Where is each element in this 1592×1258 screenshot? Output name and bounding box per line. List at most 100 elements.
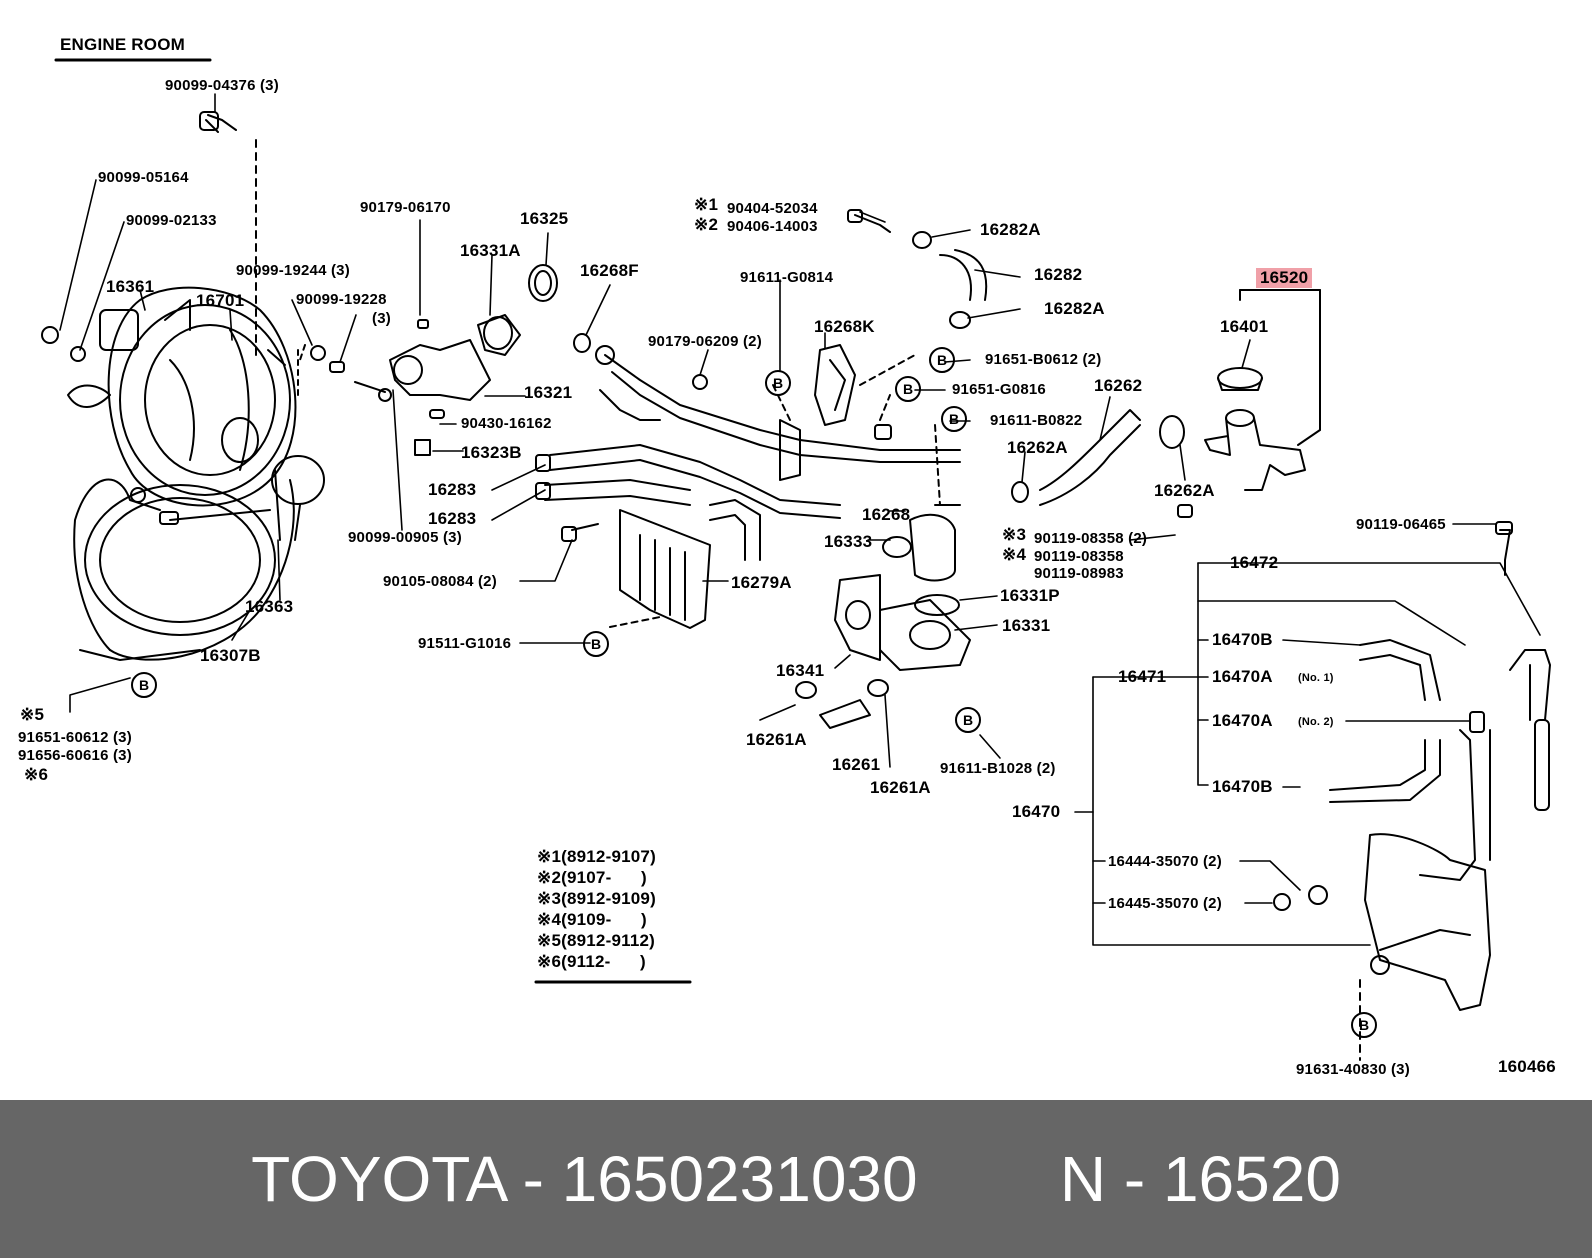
- parts-drawing: [41, 58, 1551, 1061]
- catalog-prefix: N: [1059, 1143, 1107, 1215]
- variant-mark: ※6: [24, 765, 49, 784]
- legend-row: ※1(8912-9107): [537, 848, 656, 866]
- part-label: 90099-00905 (3): [348, 529, 462, 546]
- part-label: 90105-08084 (2): [383, 573, 497, 590]
- part-label: 16701: [196, 291, 245, 310]
- part-label: 16361: [106, 277, 155, 296]
- leader-lines: [59, 93, 1541, 946]
- part-label: 16341: [776, 661, 825, 680]
- legend-range: (9107- ): [561, 868, 647, 887]
- part-label: 16331P: [1000, 586, 1060, 605]
- part-label: 91651-B0612 (2): [985, 351, 1102, 368]
- part-label: 16321: [524, 383, 573, 402]
- separator: -: [1106, 1143, 1163, 1215]
- part-label: 16470B: [1212, 777, 1273, 796]
- part-label: 91651-G0816: [952, 381, 1046, 398]
- bolt-marker-icon: B: [941, 406, 967, 432]
- legend-range: (9109- ): [561, 910, 647, 929]
- part-label: 16262: [1094, 376, 1143, 395]
- legend-mark: ※5: [537, 931, 562, 950]
- part-label: 16401: [1220, 317, 1269, 336]
- legend-mark: ※6: [537, 952, 562, 971]
- part-label: 16331: [1002, 616, 1051, 635]
- footer-bar: TOYOTA - 1650231030 N - 16520: [0, 1100, 1592, 1258]
- bolt-marker-icon: B: [929, 347, 955, 373]
- part-code: 16520: [1162, 1143, 1341, 1215]
- part-label: 91611-B1028 (2): [940, 760, 1056, 777]
- part-label: 16279A: [731, 573, 792, 592]
- part-label: 16261A: [746, 730, 807, 749]
- legend-mark: ※3: [537, 889, 562, 908]
- bolt-marker-icon: B: [1351, 1012, 1377, 1038]
- legend-mark: ※1: [537, 847, 562, 866]
- part-label: 16262A: [1007, 438, 1068, 457]
- variant-mark: ※4: [1002, 545, 1027, 564]
- part-label: 90406-14003: [727, 218, 818, 235]
- part-label: 16282A: [1044, 299, 1105, 318]
- heater-pipes-drawing: [535, 345, 961, 561]
- highlighted-part-label: 16520: [1256, 268, 1313, 288]
- part-label: 16262A: [1154, 481, 1215, 500]
- part-label: 16283: [428, 509, 477, 528]
- legend-row: ※3(8912-9109): [537, 890, 656, 908]
- legend-row: ※4(9109- ): [537, 911, 656, 929]
- part-label: 91656-60616 (3): [18, 747, 132, 764]
- part-label: 16307B: [200, 646, 261, 665]
- part-label: 16444-35070 (2): [1108, 853, 1222, 870]
- parts-diagram: ENGINE ROOM 90099-04376 (3) 90099-05164 …: [18, 35, 1556, 1078]
- part-label: 16261A: [870, 778, 931, 797]
- bolt-marker-icon: B: [895, 376, 921, 402]
- part-label: 16471: [1118, 667, 1167, 686]
- legend-range: (9112- ): [561, 952, 646, 971]
- brand-name: TOYOTA: [251, 1143, 505, 1215]
- part-label: 90119-08983: [1034, 565, 1124, 582]
- part-label: 90119-08358: [1034, 548, 1124, 565]
- spacer: [918, 1143, 1060, 1215]
- part-label: 16268F: [580, 261, 639, 280]
- part-label: 16323B: [461, 443, 522, 462]
- bolt-marker-icon: B: [583, 631, 609, 657]
- variant-mark: ※3: [1002, 525, 1027, 544]
- part-label: 16283: [428, 480, 477, 499]
- filler-neck-drawing: [1204, 289, 1321, 491]
- part-label: 90099-19228: [296, 291, 387, 308]
- part-label: 16325: [520, 209, 569, 228]
- fasteners-left: [41, 111, 392, 402]
- part-label: 90099-05164: [98, 169, 189, 186]
- part-label: 91651-60612 (3): [18, 729, 132, 746]
- part-label: 16445-35070 (2): [1108, 895, 1222, 912]
- part-label: 16472: [1230, 553, 1279, 572]
- part-label: 91611-G0814: [740, 269, 834, 286]
- legend-range: (8912-9112): [561, 931, 655, 950]
- separator: -: [504, 1143, 562, 1215]
- legend-row: ※5(8912-9112): [537, 932, 656, 950]
- variant-mark: ※5: [20, 705, 45, 724]
- part-label: 90179-06209 (2): [648, 333, 762, 350]
- legend-range: (8912-9109): [561, 889, 656, 908]
- part-label: 16333: [824, 532, 873, 551]
- legend-range: (8912-9107): [561, 847, 656, 866]
- part-note: (No. 2): [1298, 716, 1334, 728]
- legend-row: ※2(9107- ): [537, 869, 656, 887]
- part-label: 16282A: [980, 220, 1041, 239]
- section-title: ENGINE ROOM: [60, 35, 185, 54]
- bracket-drawing: [772, 344, 941, 506]
- variant-mark: ※1: [694, 195, 719, 214]
- part-note: (No. 1): [1298, 672, 1334, 684]
- part-label: 16470A: [1212, 667, 1273, 686]
- part-label: 16470: [1012, 802, 1061, 821]
- part-label: 90119-08358 (2): [1034, 530, 1148, 547]
- legend-mark: ※4: [537, 910, 562, 929]
- part-label: 90099-19244 (3): [236, 262, 350, 279]
- legend-mark: ※2: [537, 868, 562, 887]
- part-label: 16268K: [814, 317, 875, 336]
- fan-shroud-drawing: [67, 286, 325, 661]
- part-label: 91631-40830 (3): [1296, 1061, 1410, 1078]
- part-label: 16261: [832, 755, 881, 774]
- part-label: 90099-02133: [126, 212, 217, 229]
- reserve-tank-drawing: [1273, 521, 1551, 1061]
- figure-number: 160466: [1498, 1057, 1556, 1076]
- bolt-marker-icon: B: [765, 370, 791, 396]
- part-label: 16363: [245, 597, 294, 616]
- part-label: 91611-B0822: [990, 412, 1083, 429]
